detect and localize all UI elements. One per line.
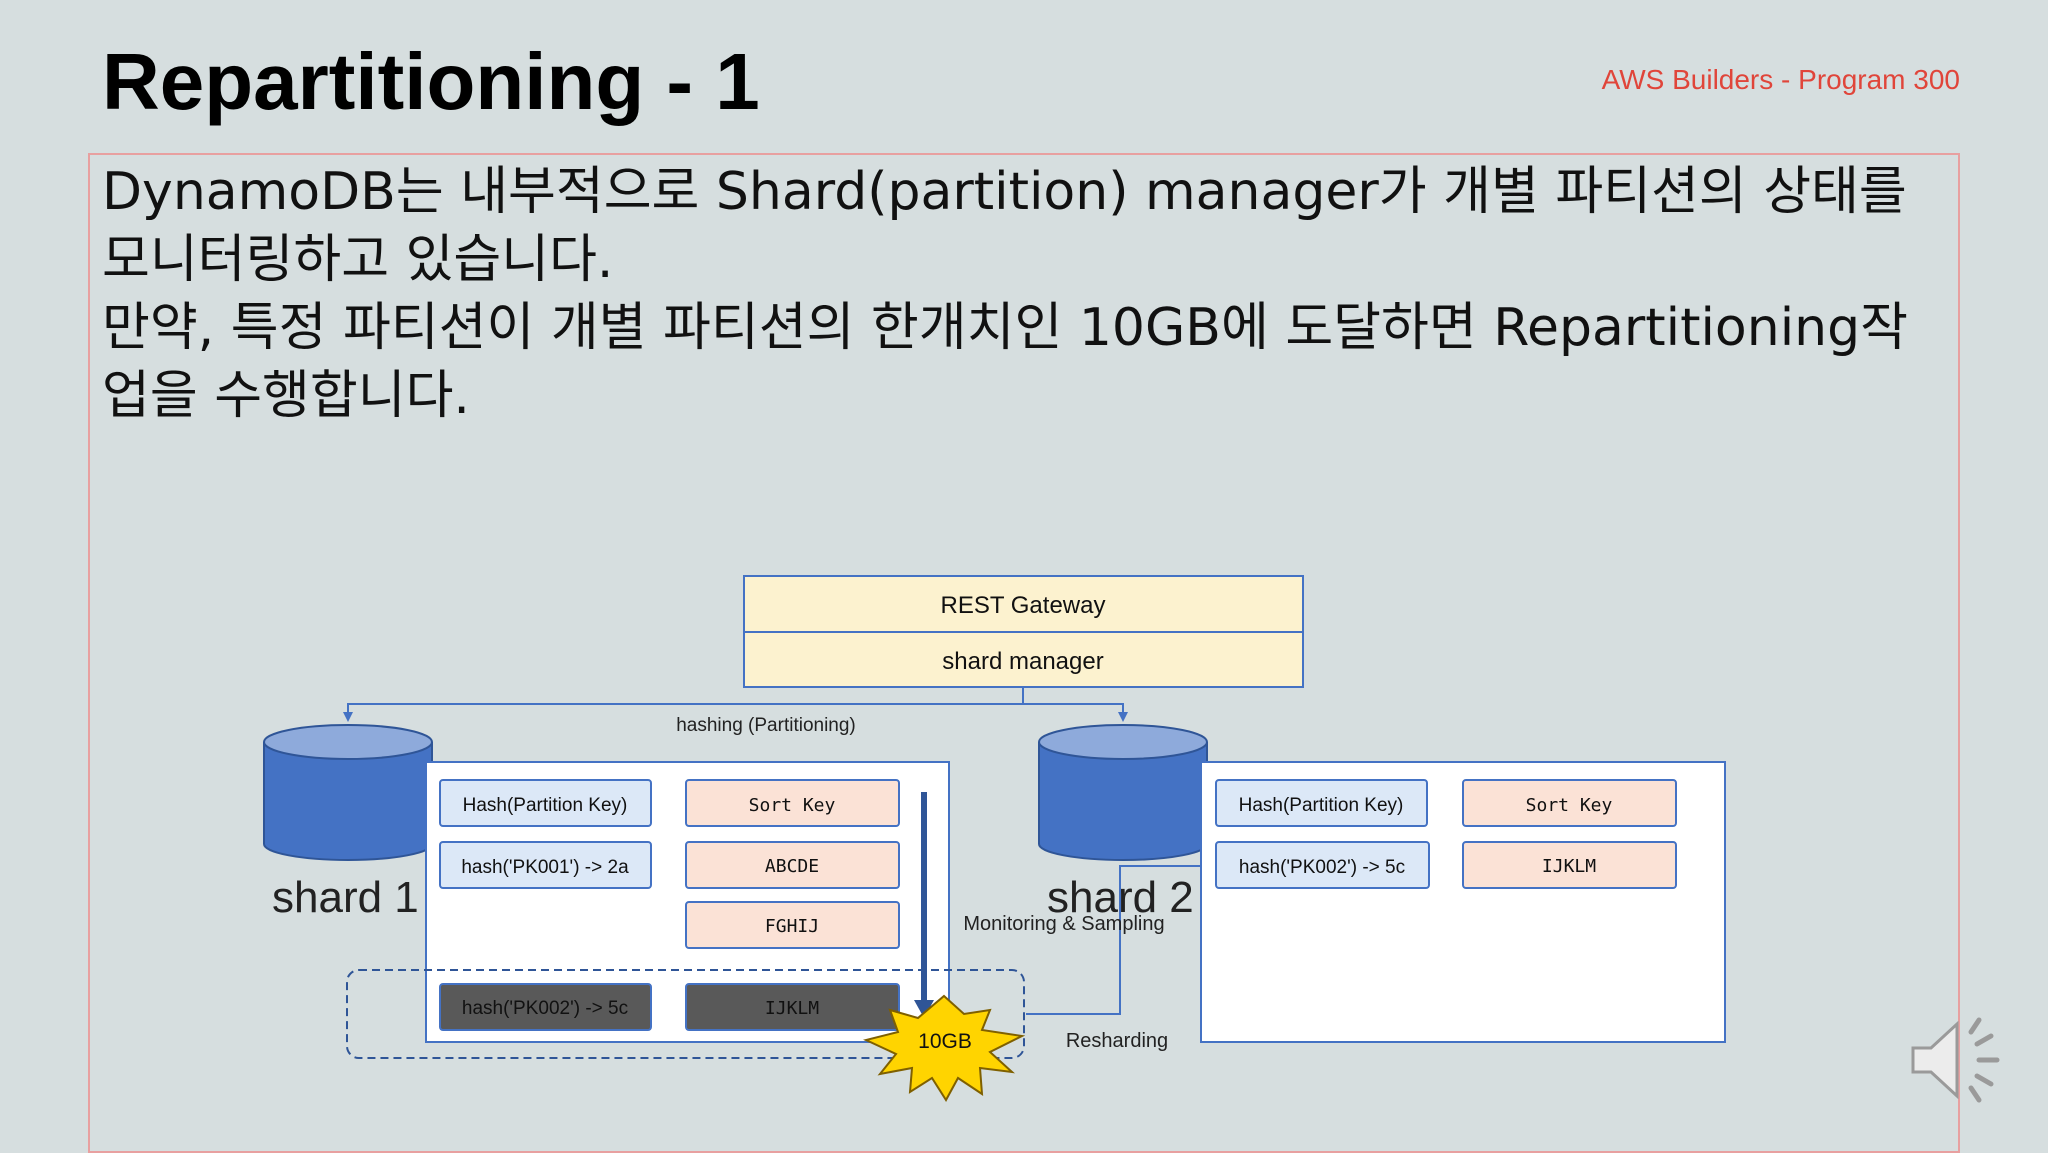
resharding-connector	[1026, 861, 1212, 1015]
shard1-hash-header	[439, 779, 652, 827]
shard1-label: shard 1	[272, 873, 419, 922]
shard-manager-label: shard manager	[942, 648, 1103, 675]
hashing-connector-right	[1023, 703, 1128, 722]
shard1-sort-row-2	[685, 901, 900, 949]
capacity-burst-label: 10GB	[918, 1030, 972, 1053]
shard-manager-box	[743, 631, 1304, 688]
body-paragraph-2: 만약, 특정 파티션이 개별 파티션의 한개치인 10GB에 도달하면 Repa…	[102, 298, 1908, 426]
shard1-hash-row-text: hash('PK001') -> 2a	[461, 857, 629, 878]
hashing-label: hashing (Partitioning)	[676, 715, 856, 736]
resharding-label: Resharding	[1066, 1030, 1168, 1052]
speaker-icon[interactable]	[1905, 1010, 2015, 1110]
shard1-hash-row	[439, 841, 652, 889]
shard1-cylinder-top	[263, 724, 433, 760]
body-paragraph-1: DynamoDB는 내부적으로 Shard(partition) manager…	[102, 162, 1907, 290]
shard2-sort-header	[1462, 779, 1677, 827]
hashing-connector	[343, 687, 1024, 722]
brand-label: AWS Builders - Program 300	[1601, 64, 1960, 95]
shard2-hash-row-text: hash('PK002') -> 5c	[1239, 857, 1405, 878]
moved-sort-cell	[685, 983, 900, 1031]
shard2-sort-row	[1462, 841, 1677, 889]
moved-hash-cell	[439, 983, 652, 1031]
shard2-hash-header	[1215, 779, 1428, 827]
shard2-sort-row-text: IJKLM	[1542, 856, 1596, 877]
shard1-sort-row-1	[685, 841, 900, 889]
body-text: DynamoDB는 내부적으로 Shard(partition) manager…	[102, 158, 1952, 430]
shard2-hash-row	[1215, 841, 1430, 889]
rest-gateway-box	[743, 575, 1304, 633]
shard2-cylinder-top	[1038, 724, 1208, 760]
moved-sort-cell-text: IJKLM	[765, 998, 819, 1019]
capacity-burst	[863, 994, 1026, 1102]
shard1-sort-row-2-text: FGHIJ	[765, 916, 819, 937]
shard1-sort-row-1-text: ABCDE	[765, 856, 819, 877]
monitoring-label: Monitoring & Sampling	[963, 913, 1164, 935]
shard2-sort-header-text: Sort Key	[1526, 795, 1613, 816]
rest-gateway-label: REST Gateway	[941, 592, 1106, 619]
shard1-hash-header-text: Hash(Partition Key)	[463, 795, 628, 816]
growth-arrow-head	[914, 1000, 934, 1018]
moved-hash-cell-text: hash('PK002') -> 5c	[462, 998, 628, 1019]
shard2-hash-header-text: Hash(Partition Key)	[1239, 795, 1404, 816]
resharding-selection	[346, 969, 1025, 1059]
slide-title: Repartitioning - 1	[102, 37, 760, 126]
shard1-sort-header	[685, 779, 900, 827]
shard1-sort-header-text: Sort Key	[749, 795, 836, 816]
